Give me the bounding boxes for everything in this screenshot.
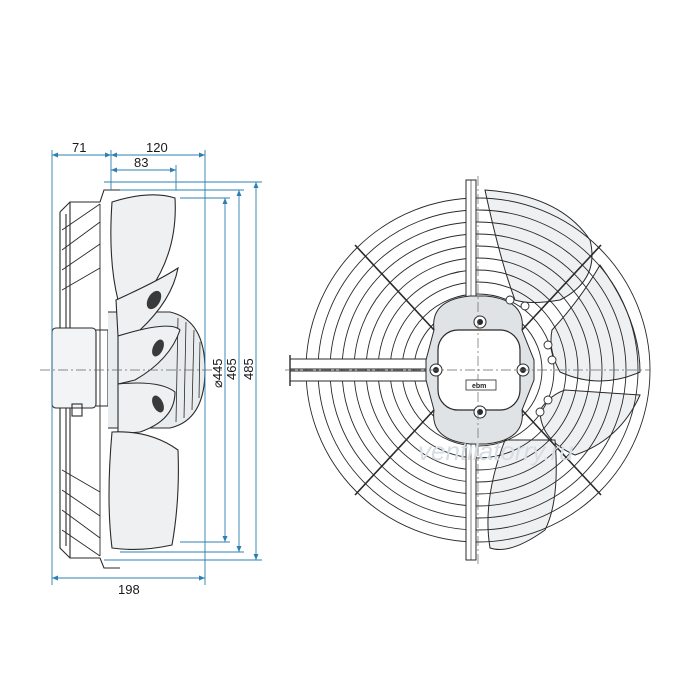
brand-logo: ebm [472, 383, 486, 390]
dimension-485: 485 [241, 358, 256, 380]
dimension-arrows [52, 152, 259, 581]
blade [550, 264, 641, 382]
side-view [40, 189, 222, 569]
dimension-lines [51, 150, 262, 585]
blade [484, 189, 593, 303]
dimension-120: 120 [146, 140, 168, 155]
watermark: ventilatorry.ru [418, 436, 574, 466]
dimension-83: 83 [134, 155, 148, 170]
front-view [285, 176, 651, 564]
brand-logo-plate [465, 379, 497, 391]
dimension-445: ⌀445 [210, 358, 225, 388]
dimension-465: 465 [224, 358, 239, 380]
dimension-198: 198 [118, 582, 140, 597]
blade [487, 439, 557, 550]
dimension-71: 71 [72, 140, 86, 155]
